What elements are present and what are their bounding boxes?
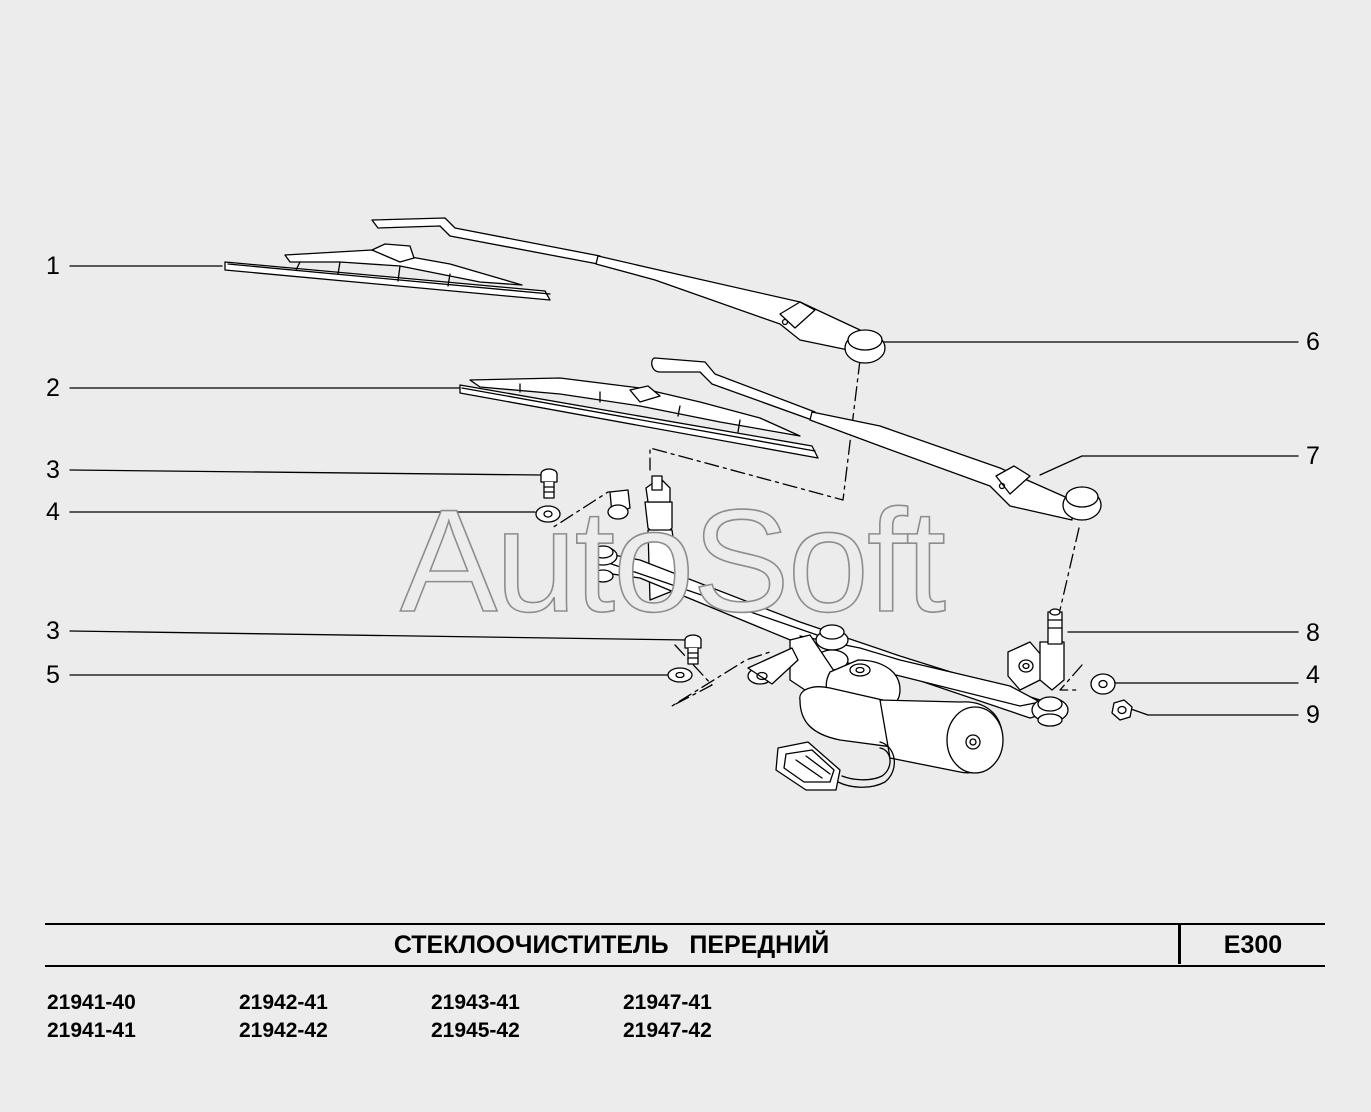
callout-9: 9 — [1306, 701, 1320, 729]
washer-lower — [667, 667, 693, 683]
callout-2: 2 — [46, 374, 60, 402]
model-code: 21943-41 — [431, 991, 520, 1014]
model-code: 21942-41 — [239, 991, 328, 1014]
wiper-blade-upper — [224, 243, 551, 301]
washer-right — [1090, 673, 1116, 695]
title-divider — [1178, 925, 1181, 964]
wiper-arm-lower — [651, 357, 1102, 521]
bolt-upper — [540, 468, 558, 499]
title-block: СТЕКЛООЧИСТИТЕЛЬ ПЕРЕДНИЙ E300 — [45, 923, 1325, 967]
washer-upper — [535, 505, 561, 523]
model-code: 21941-40 — [47, 991, 136, 1014]
model-code: 21947-42 — [623, 1019, 712, 1042]
callout-3-lower: 3 — [46, 617, 60, 645]
wiper-linkage — [588, 475, 1069, 727]
callout-8: 8 — [1306, 619, 1320, 647]
callout-4-left: 4 — [46, 498, 60, 526]
section-code: E300 — [1223, 931, 1283, 959]
model-code: 21947-41 — [623, 991, 712, 1014]
wiper-blade-lower — [459, 377, 819, 459]
model-code: 21941-41 — [47, 1019, 136, 1042]
page-title: СТЕКЛООЧИСТИТЕЛЬ ПЕРЕДНИЙ — [393, 931, 830, 959]
callout-3-upper: 3 — [46, 456, 60, 484]
model-code: 21945-42 — [431, 1019, 520, 1042]
callout-6: 6 — [1306, 328, 1320, 356]
callout-4-right: 4 — [1306, 661, 1320, 689]
wiper-arm-upper — [371, 217, 886, 364]
wiper-motor — [775, 686, 1004, 791]
model-code: 21942-42 — [239, 1019, 328, 1042]
callout-5: 5 — [46, 661, 60, 689]
watermark-text: AutoSoft — [399, 479, 947, 642]
callout-1: 1 — [46, 252, 60, 280]
nut-right — [1111, 699, 1133, 721]
callout-7: 7 — [1306, 442, 1320, 470]
bolt-lower — [684, 634, 702, 665]
